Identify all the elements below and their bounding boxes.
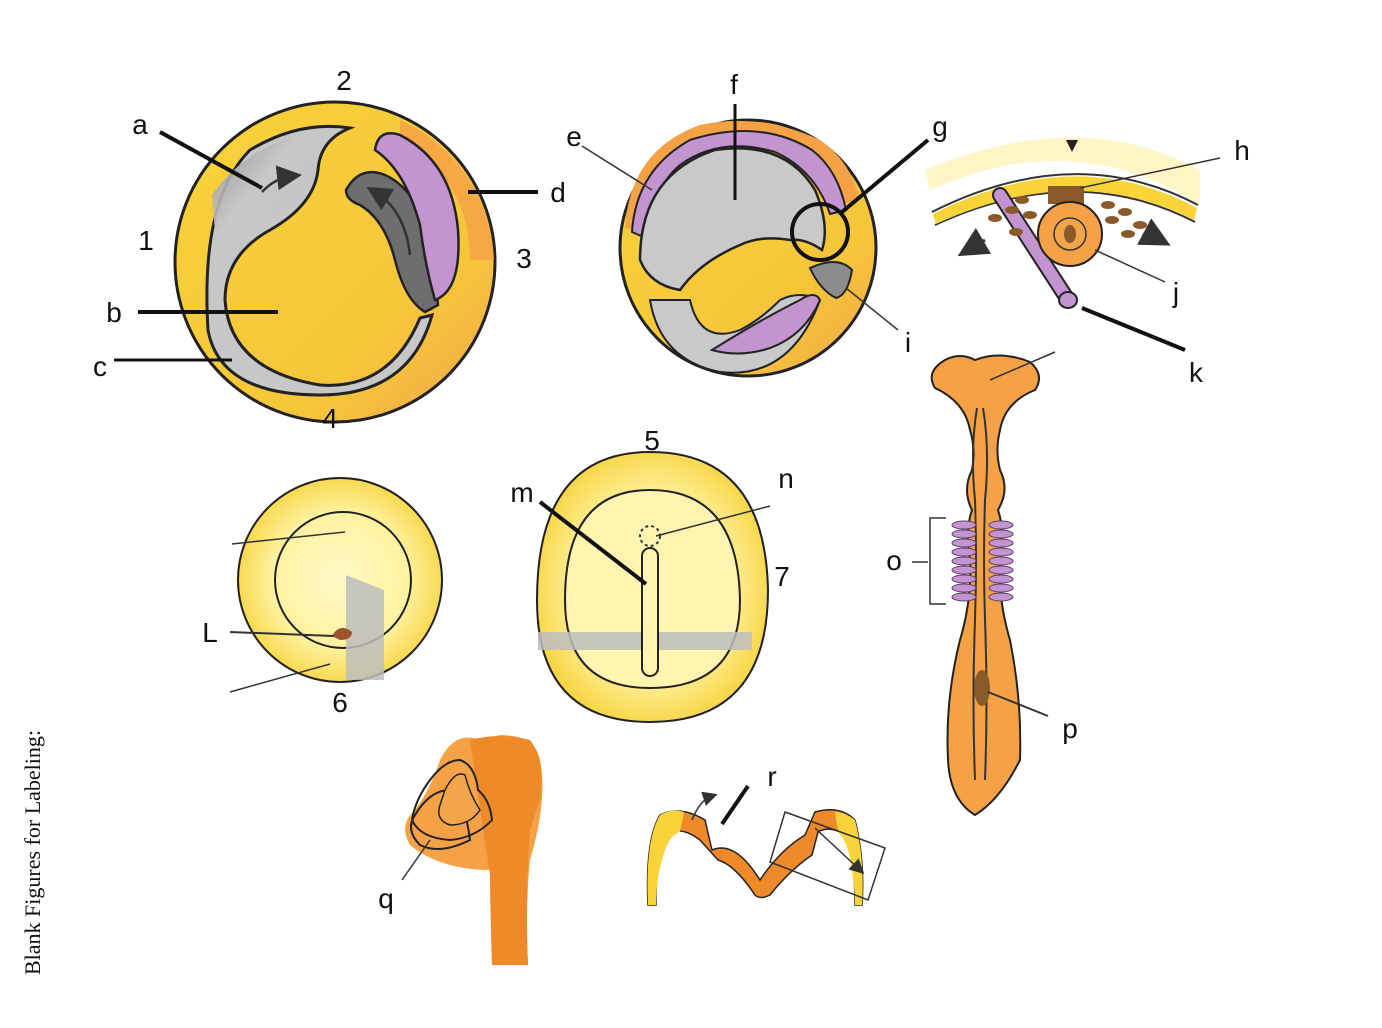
figure-neurula-sphere <box>581 104 930 378</box>
figure-neural-folding <box>646 784 886 906</box>
label-h: h <box>1234 135 1250 166</box>
label-d: d <box>550 177 566 208</box>
label-p: p <box>1062 713 1078 744</box>
leader-line-disc-top <box>231 531 346 545</box>
label-n: n <box>778 463 794 494</box>
leader-line-j <box>1094 249 1166 283</box>
leader-line-q <box>401 839 431 881</box>
figure-crest-migration <box>925 137 1221 352</box>
figure-gastrula-sphere <box>114 100 538 424</box>
label-f: f <box>730 69 738 100</box>
label-i: i <box>905 327 911 358</box>
label-number-5: 5 <box>644 425 660 456</box>
label-g: g <box>932 111 948 142</box>
label-k: k <box>1189 357 1204 388</box>
label-number-3: 3 <box>516 243 532 274</box>
figure-embryonic-disc-small <box>229 477 443 693</box>
label-j: j <box>1172 277 1179 308</box>
label-number-1: 1 <box>138 225 154 256</box>
leader-line-brain-top <box>989 351 1056 381</box>
leader-line-p <box>987 691 1049 717</box>
label-number-6: 6 <box>332 687 348 718</box>
side-caption: Blank Figures for Labeling: <box>20 730 45 975</box>
label-set: a b c d e f g h i j k L m n o p q r 2 1 … <box>20 65 1250 975</box>
label-o: o <box>886 545 902 576</box>
leader-line-m <box>538 500 648 586</box>
label-m: m <box>510 477 533 508</box>
bracket-o <box>929 517 946 605</box>
highlight-circle-g <box>790 202 850 262</box>
figure-optic-cup <box>401 735 543 965</box>
leader-line-e <box>581 145 653 191</box>
leader-line-a <box>159 130 263 190</box>
figure-embryonic-disc-oval <box>535 450 771 724</box>
label-c: c <box>93 351 107 382</box>
leader-line-g <box>840 138 930 214</box>
leader-line-i <box>845 287 899 331</box>
label-r: r <box>767 761 776 792</box>
label-b: b <box>106 297 122 328</box>
label-e: e <box>566 121 582 152</box>
leader-line-L <box>229 631 335 637</box>
label-a: a <box>132 109 148 140</box>
label-L: L <box>202 617 218 648</box>
label-number-7: 7 <box>774 561 790 592</box>
leader-line-k <box>1081 306 1186 352</box>
leader-line-disc-bottom <box>229 663 331 693</box>
label-number-4: 4 <box>322 403 338 434</box>
leader-line-r <box>720 784 750 826</box>
marker-triangle <box>1066 140 1078 152</box>
label-number-2: 2 <box>336 65 352 96</box>
label-q: q <box>378 883 394 914</box>
leader-line-n <box>655 505 771 537</box>
figure-neural-tube <box>912 351 1056 817</box>
leader-line-h <box>1079 157 1221 189</box>
